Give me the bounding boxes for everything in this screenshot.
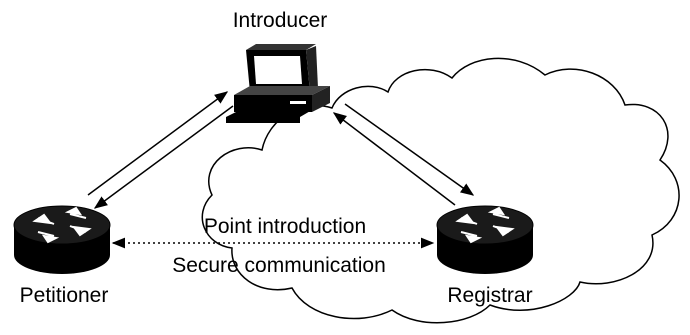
arrow-petitioner-to-introducer <box>87 91 229 196</box>
arrow-registrar-to-introducer <box>332 112 456 206</box>
router-icon-petitioner <box>13 205 111 274</box>
router-icon-registrar <box>436 205 534 274</box>
petitioner-label: Petitioner <box>20 284 109 307</box>
point-introduction-label: Point introduction <box>204 215 366 238</box>
workstation-icon <box>226 44 330 123</box>
network-cloud <box>201 57 680 324</box>
arrow-introducer-to-petitioner <box>93 105 234 209</box>
arrow-introducer-to-registrar <box>344 103 475 196</box>
introducer-label: Introducer <box>233 9 328 32</box>
registrar-label: Registrar <box>447 284 532 307</box>
secure-communication-label: Secure communication <box>172 254 386 277</box>
